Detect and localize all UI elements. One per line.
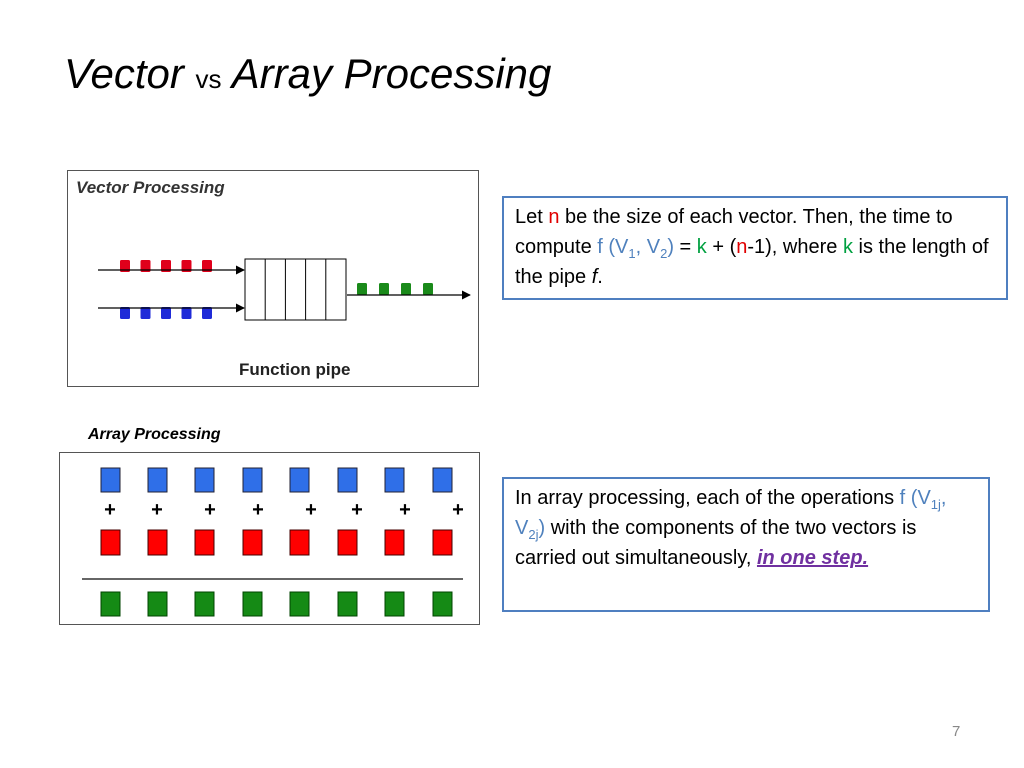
green-result-cell xyxy=(289,591,310,617)
function-pipe xyxy=(244,258,347,321)
blue-vector-element xyxy=(202,307,212,319)
title-vs: vs xyxy=(195,64,222,94)
green-result-element xyxy=(423,283,433,295)
red-vector-element xyxy=(161,260,171,272)
slide-title: Vector vs Array Processing xyxy=(64,50,551,98)
red-operand-row xyxy=(100,529,453,556)
array-explanation-box: In array processing, each of the operati… xyxy=(502,477,990,612)
red-operand-cell xyxy=(289,529,310,556)
plus-operator: + xyxy=(104,499,116,521)
note1-text-1: Let xyxy=(515,206,549,228)
function-close: ) xyxy=(667,236,674,258)
note1-text-2: be the size of each vector. Then, the ti… xyxy=(515,206,953,258)
red-operand-cell xyxy=(194,529,215,556)
red-vector-element xyxy=(120,260,130,272)
function-expression: f (V1, V2) xyxy=(597,236,674,261)
red-operand-cell xyxy=(100,529,121,556)
green-result-cell xyxy=(384,591,405,617)
green-result-element xyxy=(401,283,411,295)
page-number: 7 xyxy=(952,723,961,740)
equals-sign: = xyxy=(673,236,697,258)
function-close-2: ) xyxy=(538,517,546,539)
title-part1: Vector xyxy=(64,50,184,97)
plus-paren: + ( xyxy=(706,236,737,258)
blue-operand-row xyxy=(100,467,453,493)
plus-operator: + xyxy=(452,499,464,521)
red-operand-cell xyxy=(432,529,453,556)
green-result-element xyxy=(357,283,367,295)
blue-vector-element xyxy=(140,307,151,319)
blue-operand-cell xyxy=(100,467,121,493)
blue-vector-element xyxy=(120,307,130,319)
subscript-2j: 2j xyxy=(528,527,539,542)
plus-operator: + xyxy=(151,499,163,521)
red-operand-cell xyxy=(337,529,358,556)
red-operand-cell xyxy=(384,529,405,556)
vector-figure-heading: Vector Processing xyxy=(76,178,225,197)
red-vector-element xyxy=(140,260,151,272)
green-result-cell xyxy=(432,591,453,617)
function-comma-2: , V xyxy=(515,487,947,539)
blue-vector-row xyxy=(120,307,212,319)
title-part2: Array Processing xyxy=(231,50,552,97)
plus-operator: + xyxy=(305,499,317,521)
subscript-1j: 1j xyxy=(930,497,941,512)
pipe-f: f xyxy=(591,266,598,288)
red-vector-row xyxy=(120,260,212,272)
blue-operand-cell xyxy=(147,467,168,493)
function-pipe-label: Function pipe xyxy=(239,360,350,379)
vector-processing-diagram: Vector Processing Function pipe xyxy=(76,178,471,379)
red-vector-element xyxy=(181,260,192,272)
variable-k: k xyxy=(696,236,707,258)
note1-text-3: -1), where xyxy=(747,236,843,258)
note2-text-1: In array processing, each of the operati… xyxy=(515,487,900,509)
blue-operand-cell xyxy=(194,467,215,493)
function-expression-2: f (V1j, V2j) xyxy=(515,487,947,542)
plus-operator: + xyxy=(204,499,216,521)
array-figure-caption: Array Processing xyxy=(88,426,221,443)
vector-processing-figure: Vector Processing Function pipe xyxy=(67,170,479,387)
green-result-cell xyxy=(242,591,263,617)
green-result-element xyxy=(379,283,389,295)
green-result-cell xyxy=(100,591,121,617)
blue-operand-cell xyxy=(289,467,310,493)
red-operand-cell xyxy=(147,529,168,556)
green-result-cell xyxy=(194,591,215,617)
green-result-cell xyxy=(337,591,358,617)
blue-operand-cell xyxy=(242,467,263,493)
variable-n: n xyxy=(548,206,560,228)
variable-n-2: n xyxy=(736,236,748,258)
red-vector-element xyxy=(202,260,212,272)
function-f-2: f (V xyxy=(899,487,931,509)
variable-k-2: k xyxy=(842,236,853,258)
blue-operand-cell xyxy=(384,467,405,493)
green-result-row xyxy=(357,283,433,295)
blue-vector-element xyxy=(181,307,192,319)
red-operand-cell xyxy=(242,529,263,556)
subscript-2: 2 xyxy=(660,246,668,261)
function-comma: , V xyxy=(635,236,661,258)
pipe-frame xyxy=(244,258,347,321)
plus-operator-row: + + + + + + + + xyxy=(104,499,464,521)
green-result-row xyxy=(100,591,453,617)
green-result-cell xyxy=(147,591,168,617)
blue-vector-element xyxy=(161,307,171,319)
note2-text-2: with the components of the two vectors i… xyxy=(515,517,917,569)
plus-operator: + xyxy=(399,499,411,521)
vector-explanation-box: Let n be the size of each vector. Then, … xyxy=(502,196,1008,300)
blue-operand-cell xyxy=(432,467,453,493)
plus-operator: + xyxy=(351,499,363,521)
subscript-1: 1 xyxy=(628,246,636,261)
plus-operator: + xyxy=(252,499,264,521)
function-f: f (V xyxy=(597,236,629,258)
array-processing-diagram: + + + + + + + + xyxy=(82,467,464,617)
array-processing-figure: + + + + + + + + xyxy=(59,452,480,625)
blue-operand-cell xyxy=(337,467,358,493)
note1-text-4: is the length of the pipe xyxy=(515,236,989,288)
note1-period: . xyxy=(597,266,603,288)
in-one-step-emphasis: in one step. xyxy=(756,547,869,569)
